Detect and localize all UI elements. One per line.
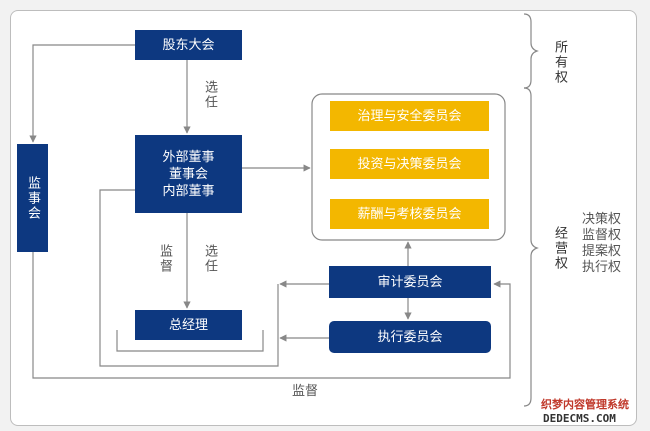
committee-compensation-assessment-label: 薪酬与考核委员会 (357, 206, 462, 222)
board-line-3: 内部董事 (162, 183, 215, 199)
audit-committee-label: 审计委员会 (377, 274, 443, 290)
committee-investment-decision: 投资与决策委员会 (330, 149, 489, 179)
supervisory-board-label: 监事会 (25, 175, 40, 221)
supervise-bottom-label: 监督 (292, 384, 319, 399)
edge-shareholders-supervisory (29, 44, 135, 143)
board-node: 外部董事 董事会 内部董事 (135, 135, 242, 213)
board-line-2: 董事会 (168, 166, 208, 182)
brace-management (523, 87, 539, 407)
watermark-en: DEDECMS.COM (543, 412, 616, 425)
rights-proposal: 提案权 (582, 244, 622, 259)
brace-ownership (523, 13, 539, 89)
gm-base-enclosure (116, 330, 264, 352)
general-manager-label: 总经理 (168, 317, 208, 333)
supervisory-board-node: 监事会 (17, 144, 48, 252)
committee-governance-safety: 治理与安全委员会 (330, 101, 489, 131)
shareholders-meeting-node: 股东大会 (135, 30, 242, 60)
committee-investment-decision-label: 投资与决策委员会 (357, 156, 462, 172)
executive-committee-label: 执行委员会 (377, 329, 443, 345)
rights-decision: 决策权 (582, 212, 622, 227)
rights-list: 决策权 监督权 提案权 执行权 (582, 212, 621, 276)
executive-committee-node: 执行委员会 (329, 321, 491, 353)
watermark-cn: 织梦内容管理系统 (541, 398, 629, 411)
ownership-rights-label: 所有权 (552, 40, 567, 85)
elect-top-label: 选任 (202, 80, 217, 110)
audit-committee-node: 审计委员会 (329, 266, 491, 298)
board-line-1: 外部董事 (162, 149, 215, 165)
shareholders-meeting-label: 股东大会 (162, 37, 215, 53)
committee-compensation-assessment: 薪酬与考核委员会 (330, 199, 489, 229)
management-rights-label: 经营权 (552, 226, 567, 271)
rights-supervision: 监督权 (582, 228, 622, 243)
board-gm-enclosure (99, 189, 279, 367)
general-manager-node: 总经理 (135, 310, 242, 340)
committee-governance-safety-label: 治理与安全委员会 (357, 108, 462, 124)
supervise-label: 监督 (157, 244, 172, 274)
elect-mid-label: 选任 (202, 244, 217, 274)
rights-execution: 执行权 (582, 260, 622, 275)
edge-supervision-loop (32, 252, 511, 379)
